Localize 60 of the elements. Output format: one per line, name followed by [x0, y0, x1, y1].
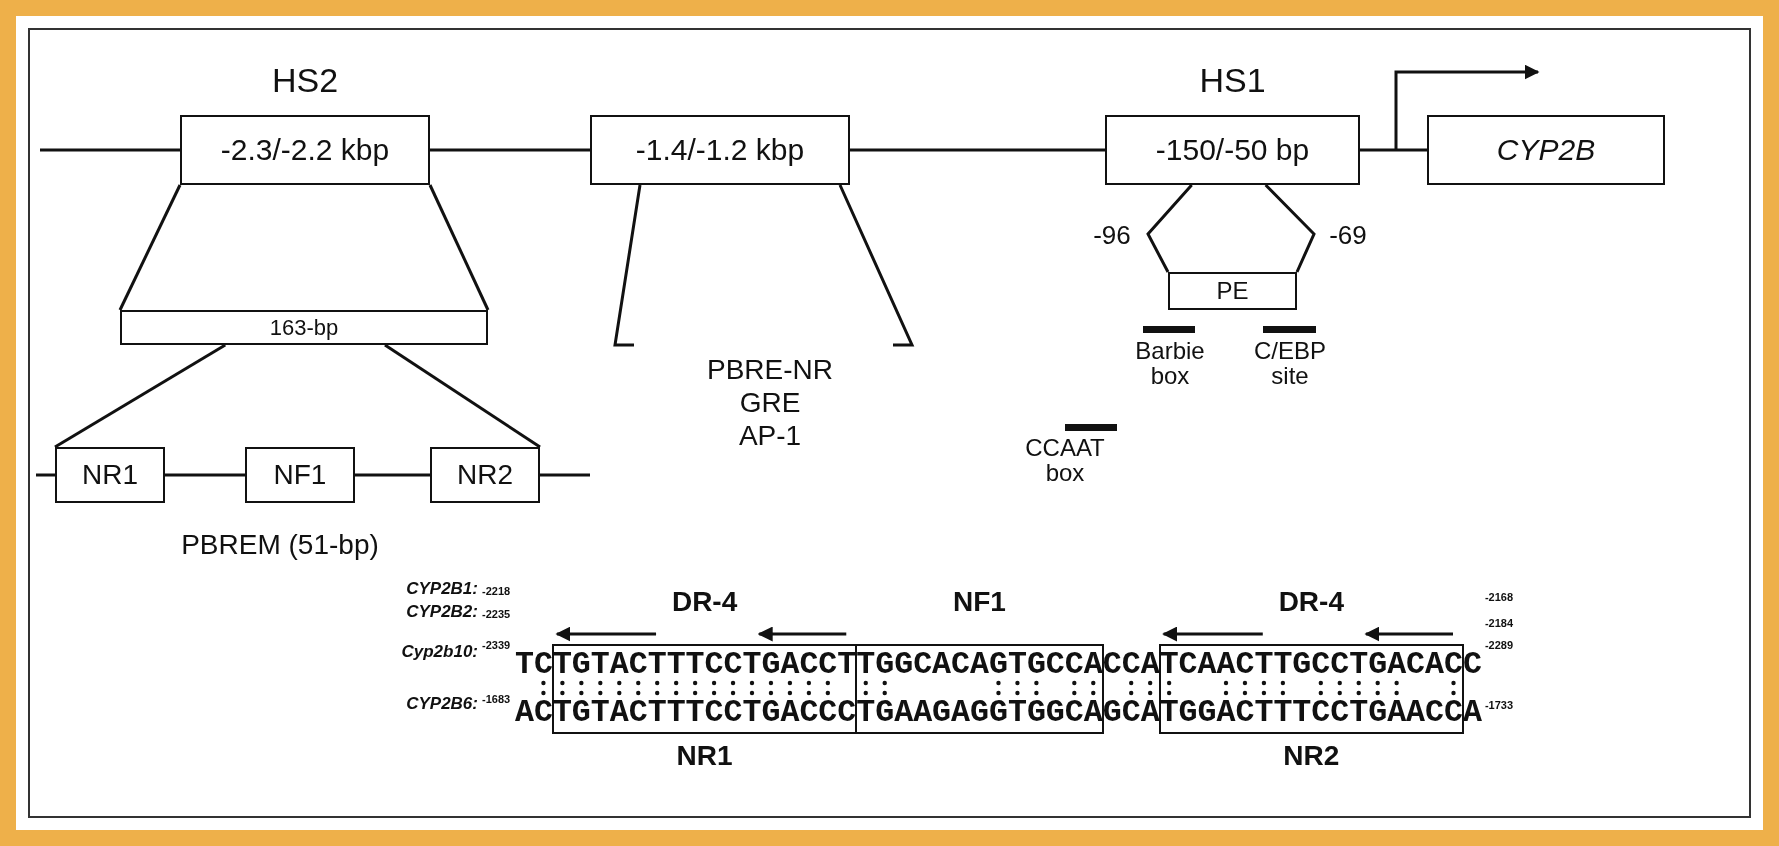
expansion-line [118, 184, 182, 311]
species-label: CYP2B2: [405, 603, 478, 621]
expansion-line [1146, 184, 1193, 273]
dna-line [165, 473, 245, 477]
position-number: -2184 [1484, 618, 1514, 630]
species-label: CYP2B6: [405, 695, 478, 713]
annotation-label: AP-1 [737, 421, 803, 451]
element-label: DR-4 [1277, 587, 1345, 617]
dna-line [355, 473, 430, 477]
element-label: NF1 [952, 587, 1007, 617]
annotation-label: GRE [738, 388, 802, 418]
dna-line [850, 148, 1105, 152]
dna-line [430, 148, 590, 152]
sequence-text: TGTACTTTCCTGACCC [552, 697, 857, 729]
site-label: C/EBP site [1253, 338, 1327, 389]
annotation-label: PBREM (51-bp) [180, 530, 380, 560]
position-number: -2168 [1484, 592, 1514, 604]
region-box: CYP2B [1427, 115, 1665, 185]
element-label: NR2 [1282, 741, 1341, 771]
species-label: CYP2B1: [405, 580, 478, 598]
sequence-text: TGGCACAGTGCCA [856, 649, 1103, 681]
sequence-text: C [1463, 649, 1482, 681]
region-label: HS1 [1198, 63, 1267, 99]
region-box: NF1 [245, 447, 355, 503]
sequence-text: A [1463, 697, 1482, 729]
sequence-text: TC [515, 649, 553, 681]
annotation-label: -96 [1092, 222, 1132, 250]
position-number: -2235 [482, 609, 511, 621]
sequence-text: TGTACTTTCCTGACCT [552, 649, 857, 681]
region-label: HS2 [270, 63, 340, 99]
region-box: -1.4/-1.2 kbp [590, 115, 850, 185]
region-box: 163-bp [120, 310, 488, 345]
position-number: -2339 [482, 640, 511, 652]
species-label: Cyp2b10: [400, 643, 478, 661]
sequence-text: TGGACTTTCCTGAACC [1159, 697, 1463, 729]
position-number: -2218 [482, 586, 511, 598]
element-label: DR-4 [670, 587, 739, 617]
region-box: NR2 [430, 447, 540, 503]
position-number: -1683 [482, 694, 511, 706]
element-box: PE [1168, 272, 1297, 310]
sequence-text: TCAACTTGCCTGACAC [1159, 649, 1463, 681]
site-label: Barbie box [1134, 338, 1206, 389]
expansion-line [384, 343, 541, 449]
dna-line [1360, 148, 1427, 152]
expansion-line [1264, 183, 1316, 273]
region-box: -150/-50 bp [1105, 115, 1360, 185]
expansion-line [54, 343, 227, 449]
expansion-line [428, 184, 490, 311]
annotation-label: -69 [1328, 222, 1368, 250]
element-label: NR1 [675, 741, 734, 771]
site-label: CCAAT box [1024, 435, 1106, 486]
sequence-text: GCA [1102, 697, 1160, 729]
region-box: -2.3/-2.2 kbp [180, 115, 430, 185]
position-number: -1733 [1484, 700, 1514, 712]
region-box: NR1 [55, 447, 165, 503]
sequence-text: CCA [1102, 649, 1160, 681]
sequence-text: TGAAGAGGTGGCA [856, 697, 1103, 729]
position-number: -2289 [1484, 640, 1514, 652]
annotation-label: PBRE-NR [706, 355, 834, 385]
sequence-text: AC [515, 697, 553, 729]
